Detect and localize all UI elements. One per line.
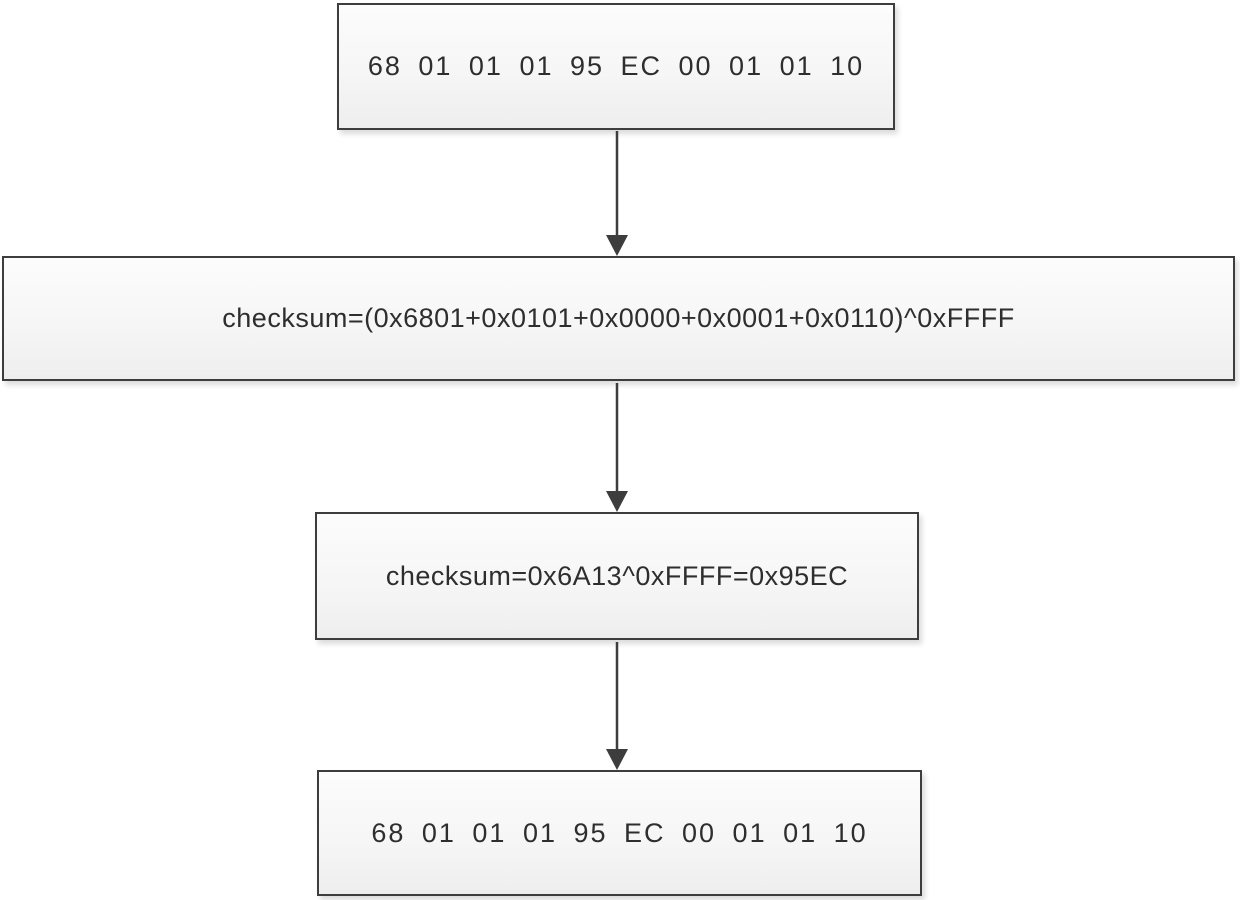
node-frame-top: 68 01 01 01 95 EC 00 01 01 10 bbox=[337, 3, 895, 130]
node-checksum-formula: checksum=(0x6801+0x0101+0x0000+0x0001+0x… bbox=[2, 256, 1235, 381]
flow-arrow-3 bbox=[606, 642, 628, 770]
node-checksum-result: checksum=0x6A13^0xFFFF=0x95EC bbox=[315, 512, 919, 640]
flow-arrow-1-head bbox=[606, 235, 628, 256]
node-checksum-result-text: checksum=0x6A13^0xFFFF=0x95EC bbox=[385, 560, 849, 591]
node-frame-bottom: 68 01 01 01 95 EC 00 01 01 10 bbox=[317, 770, 922, 896]
flow-arrow-3-head bbox=[606, 749, 628, 770]
node-frame-top-text: 68 01 01 01 95 EC 00 01 01 10 bbox=[367, 51, 865, 81]
flow-arrow-2 bbox=[606, 383, 628, 512]
node-frame-bottom-text: 68 01 01 01 95 EC 00 01 01 10 bbox=[371, 817, 868, 848]
node-checksum-formula-text: checksum=(0x6801+0x0101+0x0000+0x0001+0x… bbox=[222, 303, 1015, 333]
flow-arrow-1 bbox=[606, 131, 628, 256]
flow-arrow-2-head bbox=[606, 491, 628, 512]
